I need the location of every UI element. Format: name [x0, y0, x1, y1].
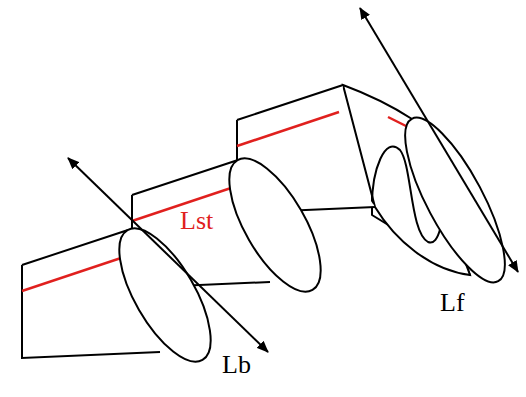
cut-arrow	[68, 158, 268, 352]
length-label: Lst	[180, 208, 213, 234]
cut-arrow	[360, 8, 518, 272]
cut-label: Lf	[440, 290, 465, 316]
cut-label: Lb	[222, 352, 251, 378]
segment-end	[387, 106, 523, 295]
tube-segment	[22, 215, 228, 375]
